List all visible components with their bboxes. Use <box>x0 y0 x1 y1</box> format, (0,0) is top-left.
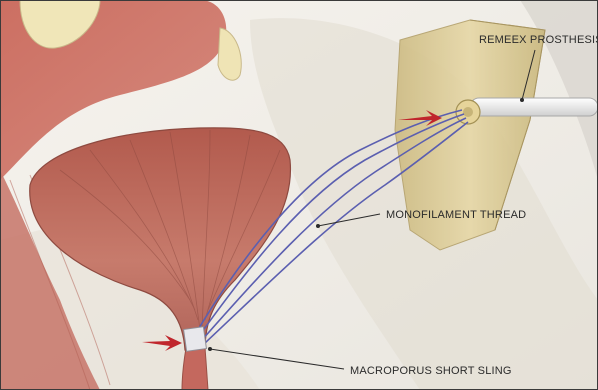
urethra <box>182 348 208 390</box>
label-remeex-prosthesis: REMEEX PROSTHESIS <box>479 34 598 46</box>
label-monofilament-thread: MONOFILAMENT THREAD <box>386 209 526 221</box>
leader-monofilament-dot <box>316 224 320 228</box>
leader-sling-dot <box>208 347 212 351</box>
prosthesis-hub <box>463 107 473 117</box>
prosthesis-rod <box>470 98 598 116</box>
leader-remeex-dot <box>520 98 524 102</box>
macroporus-sling <box>184 327 207 352</box>
label-macroporus-short-sling: MACROPORUS SHORT SLING <box>350 365 512 377</box>
